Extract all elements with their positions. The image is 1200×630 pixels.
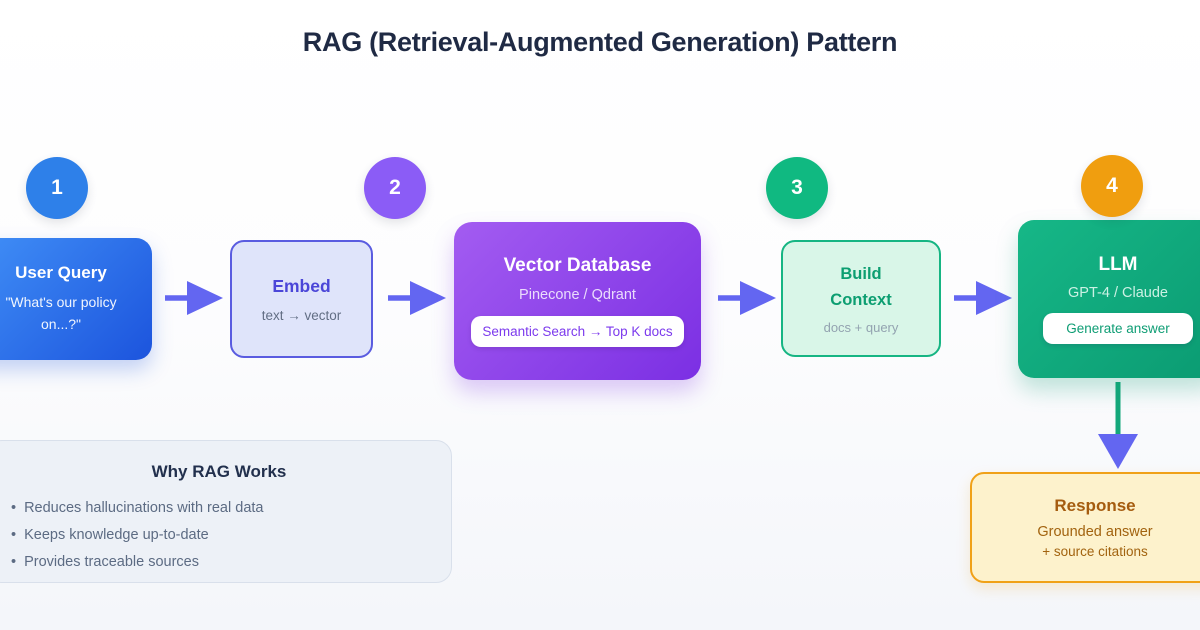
llm-subtitle: GPT-4 / Claude: [1068, 285, 1168, 301]
user-query-title: User Query: [15, 262, 107, 282]
list-item: • Provides traceable sources: [11, 549, 451, 576]
bullet-icon: •: [11, 527, 17, 543]
vector-database-subtitle: Pinecone / Qdrant: [519, 287, 636, 303]
response-title: Response: [1054, 496, 1136, 515]
build-context-node: Build Context docs + query: [781, 240, 941, 357]
why-rag-works-panel: Why RAG Works • Reduces hallucinations w…: [0, 440, 452, 583]
why-rag-bullet-2: Keeps knowledge up-to-date: [24, 527, 209, 543]
semantic-search-pill: Semantic Search → Top K docs: [471, 316, 684, 347]
user-query-node: User Query "What's our policy on...?": [0, 238, 152, 360]
page-title: RAG (Retrieval-Augmented Generation) Pat…: [302, 27, 898, 57]
step-3-number: 3: [791, 176, 803, 199]
response-line-1: Grounded answer: [1037, 524, 1153, 540]
arrow-right-icon: [718, 281, 776, 315]
list-item: • Reduces hallucinations with real data: [11, 495, 451, 522]
embed-subtitle: text → vector: [261, 307, 342, 323]
step-1-number: 1: [51, 176, 63, 199]
step-3-badge: 3: [766, 157, 828, 219]
bullet-icon: •: [11, 500, 17, 516]
arrow-right-icon: [165, 281, 223, 315]
generate-answer-pill: Generate answer: [1043, 313, 1193, 344]
embed-node: Embed text → vector: [230, 240, 373, 358]
vector-database-node: Vector Database Pinecone / Qdrant Semant…: [454, 222, 701, 380]
why-rag-bullet-3: Provides traceable sources: [24, 554, 199, 570]
arrow-down-icon: [1098, 382, 1138, 469]
step-1-badge: 1: [26, 157, 88, 219]
response-node: Response Grounded answer + source citati…: [970, 472, 1200, 583]
llm-node: LLM GPT-4 / Claude Generate answer: [1018, 220, 1200, 378]
vector-database-title: Vector Database: [503, 255, 652, 276]
why-rag-works-list: • Reduces hallucinations with real data …: [0, 495, 451, 576]
step-4-number: 4: [1106, 174, 1118, 197]
step-4-badge: 4: [1081, 155, 1143, 217]
response-line-2: + source citations: [1042, 544, 1148, 559]
user-query-subtitle: "What's our policy on...?": [5, 293, 117, 332]
build-context-subtitle: docs + query: [823, 320, 899, 336]
step-2-badge: 2: [364, 157, 426, 219]
bullet-icon: •: [11, 554, 17, 570]
list-item: • Keeps knowledge up-to-date: [11, 522, 451, 549]
why-rag-works-heading: Why RAG Works: [151, 462, 287, 481]
build-context-title: Build Context: [830, 264, 892, 309]
step-2-number: 2: [389, 176, 401, 199]
embed-title: Embed: [272, 275, 331, 296]
llm-title: LLM: [1098, 254, 1138, 275]
why-rag-bullet-1: Reduces hallucinations with real data: [24, 500, 264, 516]
arrow-right-icon: [954, 281, 1012, 315]
arrow-right-icon: [388, 281, 446, 315]
